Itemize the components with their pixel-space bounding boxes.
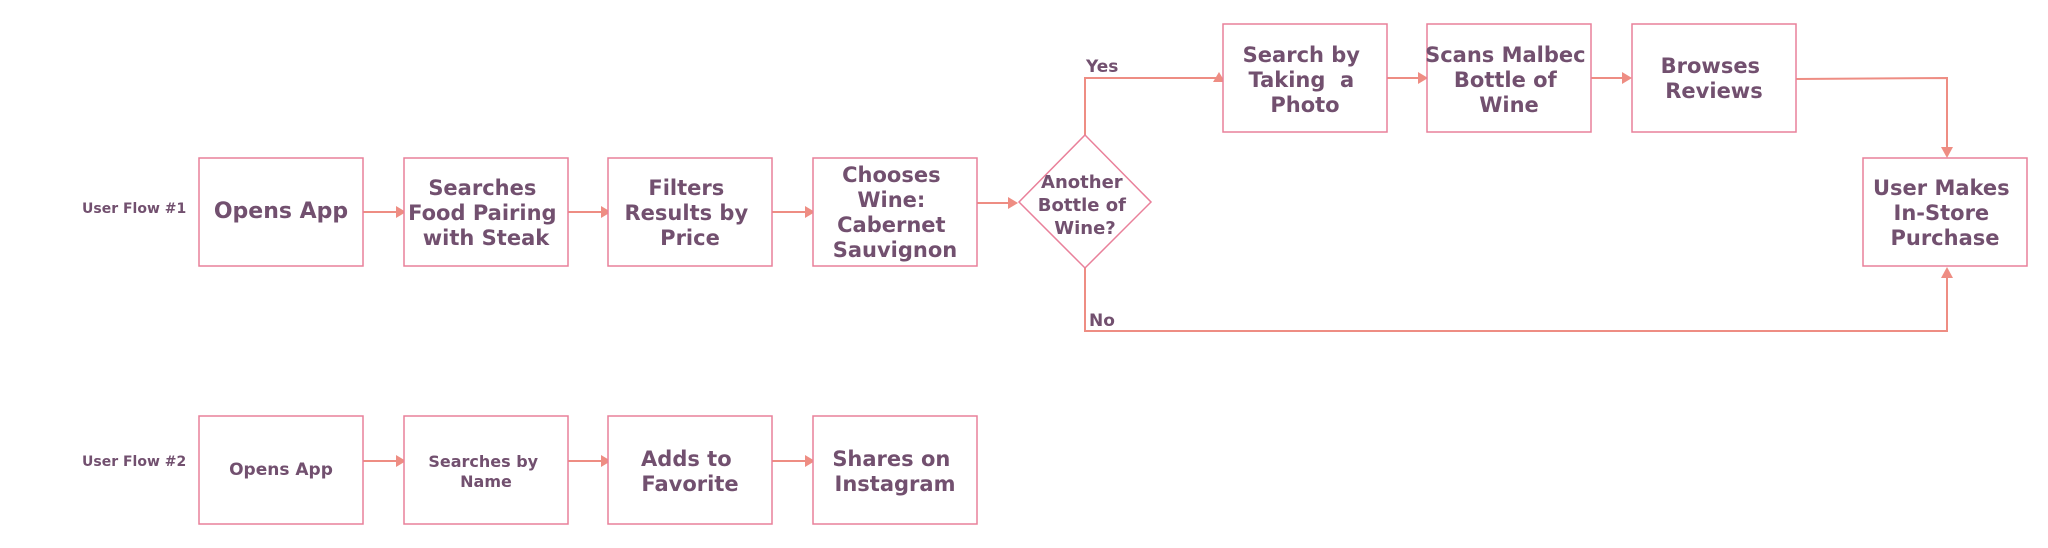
flow2-step-2: Searches by Name bbox=[403, 415, 569, 525]
step-label: Shares on Instagram bbox=[832, 447, 957, 496]
step-label-line: Photo bbox=[1270, 93, 1339, 117]
step-label-line: Reviews bbox=[1665, 79, 1762, 103]
step-label-line: Results by bbox=[625, 201, 749, 225]
step-box bbox=[812, 157, 978, 267]
yes-step-1: Search by Taking a Photo bbox=[1222, 23, 1388, 133]
step-box bbox=[403, 157, 569, 267]
no-label: No bbox=[1089, 311, 1115, 331]
step-label-line: Scans Malbec bbox=[1425, 43, 1586, 67]
step-box bbox=[198, 157, 364, 267]
step-label-line: Filters bbox=[648, 176, 724, 200]
step-label-line: Name bbox=[460, 472, 512, 491]
arrow-head bbox=[396, 455, 406, 467]
decision-label-line: Another bbox=[1041, 172, 1123, 193]
step-label-line: Instagram bbox=[835, 472, 956, 496]
flow1-end: User Makes In-Store Purchase bbox=[1862, 157, 2028, 267]
step-label-line: Wine bbox=[1479, 93, 1539, 117]
step-label: Search by Taking a Photo bbox=[1243, 43, 1368, 117]
arrow-head bbox=[601, 206, 611, 218]
step-box bbox=[812, 415, 978, 525]
step-label-line: Opens App bbox=[229, 460, 333, 480]
decision-label-line: Wine? bbox=[1054, 218, 1116, 239]
step-label: Adds to Favorite bbox=[641, 447, 739, 496]
arrow-head bbox=[805, 455, 815, 467]
arrow-head bbox=[601, 455, 611, 467]
flow1-step-3: Filters Results by Price bbox=[607, 157, 773, 267]
step-box bbox=[1862, 157, 2028, 267]
step-box bbox=[403, 415, 569, 525]
step-label-line: Cabernet bbox=[837, 213, 945, 237]
flow2-step-4: Shares on Instagram bbox=[812, 415, 978, 525]
step-box bbox=[607, 157, 773, 267]
step-box bbox=[198, 415, 364, 525]
step-label: User Makes In-Store Purchase bbox=[1873, 176, 2017, 250]
flow1-step-2: Searches Food Pairing with Steak bbox=[403, 157, 569, 267]
arrow-head bbox=[1941, 147, 1953, 158]
user-flow-1-label: User Flow #1 bbox=[82, 201, 186, 217]
arrow-head bbox=[1418, 72, 1428, 84]
arrow-head bbox=[1622, 72, 1632, 84]
step-label-line: Searches by bbox=[428, 452, 538, 471]
step-label-line: User Makes bbox=[1873, 176, 2010, 200]
step-label-line: Searches bbox=[428, 176, 536, 200]
connector-no bbox=[1084, 268, 1948, 332]
step-label-line: Food Pairing bbox=[408, 201, 556, 225]
decision-diamond: Another Bottle of Wine? bbox=[1017, 133, 1153, 270]
decision-label: Another Bottle of Wine? bbox=[1038, 172, 1132, 239]
step-label: Opens App bbox=[214, 199, 348, 224]
decision-label-line: Bottle of bbox=[1038, 195, 1126, 216]
step-label: Chooses Wine: Cabernet Sauvignon bbox=[833, 163, 958, 262]
step-label-line: Price bbox=[660, 226, 720, 250]
flow1-connectors bbox=[363, 72, 1953, 332]
yes-label: Yes bbox=[1085, 57, 1118, 77]
decision-shape bbox=[1017, 133, 1153, 270]
step-label-line: Opens App bbox=[214, 199, 348, 224]
step-label-line: In-Store bbox=[1894, 201, 1990, 225]
step-label-line: Browses bbox=[1661, 54, 1760, 78]
arrow-head bbox=[396, 206, 406, 218]
step-label: Browses Reviews bbox=[1661, 54, 1768, 103]
flow1-step-1: Opens App bbox=[198, 157, 364, 267]
step-box bbox=[607, 415, 773, 525]
step-label-line: Sauvignon bbox=[833, 238, 958, 262]
yes-step-3: Browses Reviews bbox=[1631, 23, 1797, 133]
arrow-head bbox=[1941, 267, 1953, 278]
step-label: Scans Malbec Bottle of Wine bbox=[1425, 43, 1593, 117]
step-label-line: Wine: bbox=[857, 188, 925, 212]
flow2-connectors bbox=[363, 455, 815, 467]
step-label: Filters Results by Price bbox=[625, 176, 756, 250]
connector-yes bbox=[1084, 77, 1222, 135]
step-label-line: Purchase bbox=[1890, 226, 1999, 250]
connector-reviews-purchase bbox=[1795, 76, 1948, 148]
step-label-line: with Steak bbox=[423, 226, 550, 250]
step-label-line: Search by bbox=[1243, 43, 1361, 67]
arrow-head bbox=[1213, 72, 1225, 82]
step-label: Searches Food Pairing with Steak bbox=[408, 176, 564, 250]
yes-step-2: Scans Malbec Bottle of Wine bbox=[1425, 23, 1593, 133]
step-label: Opens App bbox=[229, 460, 333, 480]
step-label-line: Chooses bbox=[842, 163, 940, 187]
step-box bbox=[1222, 23, 1388, 133]
step-label: Searches by Name bbox=[428, 452, 543, 491]
step-box bbox=[1631, 23, 1797, 133]
user-flow-2-label: User Flow #2 bbox=[82, 454, 186, 470]
step-label-line: Shares on bbox=[832, 447, 950, 471]
step-box bbox=[1426, 23, 1592, 133]
arrow-head bbox=[805, 206, 815, 218]
step-label-line: Adds to bbox=[641, 447, 732, 471]
flow2-step-1: Opens App bbox=[198, 415, 364, 525]
flow1-step-4: Chooses Wine: Cabernet Sauvignon bbox=[812, 157, 978, 267]
step-label-line: Taking a bbox=[1248, 68, 1354, 92]
step-label-line: Bottle of bbox=[1454, 68, 1558, 92]
arrow-head bbox=[1008, 197, 1018, 209]
step-label-line: Favorite bbox=[641, 472, 738, 496]
flow2-step-3: Adds to Favorite bbox=[607, 415, 773, 525]
